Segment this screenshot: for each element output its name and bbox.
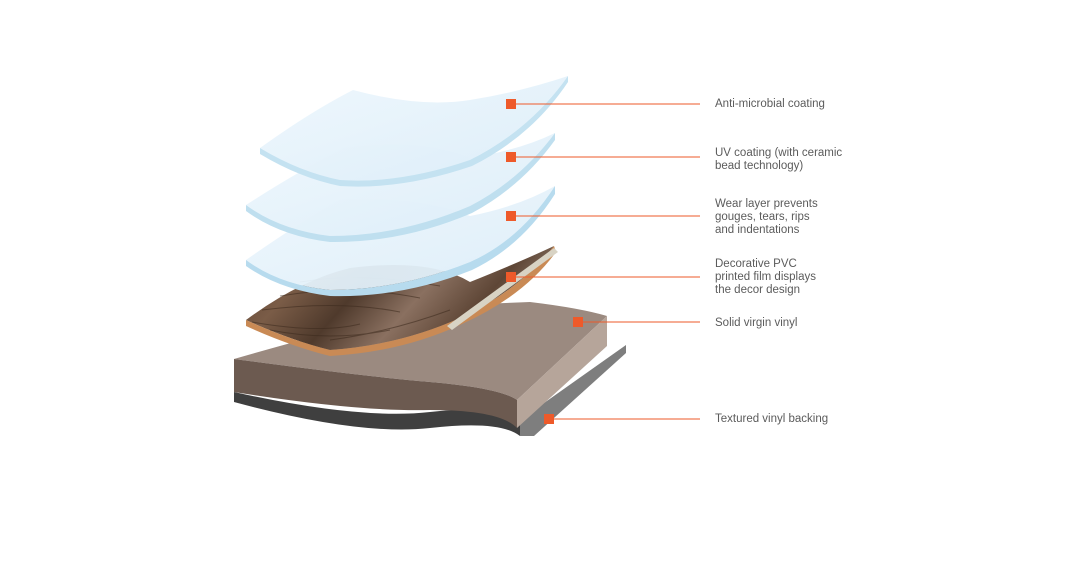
callout-label-wear: Wear layer prevents gouges, tears, rips … — [715, 198, 818, 236]
callout-label-anti-microbial: Anti-microbial coating — [715, 98, 825, 110]
callout-label-core: Solid virgin vinyl — [715, 317, 798, 329]
anti-microbial-layer — [260, 76, 568, 187]
backing-layer — [234, 345, 626, 436]
callout-label-decor: Decorative PVC printed film displays the… — [715, 258, 816, 296]
callout-label-backing: Textured vinyl backing — [715, 413, 829, 425]
marker-uv — [506, 152, 516, 162]
marker-backing — [544, 414, 554, 424]
core-layer — [234, 302, 607, 428]
callout-lines — [506, 99, 700, 424]
marker-core — [573, 317, 583, 327]
marker-decor — [506, 272, 516, 282]
marker-wear — [506, 211, 516, 221]
callout-label-uv: UV coating (with ceramic bead technology… — [715, 147, 843, 172]
marker-anti-microbial — [506, 99, 516, 109]
